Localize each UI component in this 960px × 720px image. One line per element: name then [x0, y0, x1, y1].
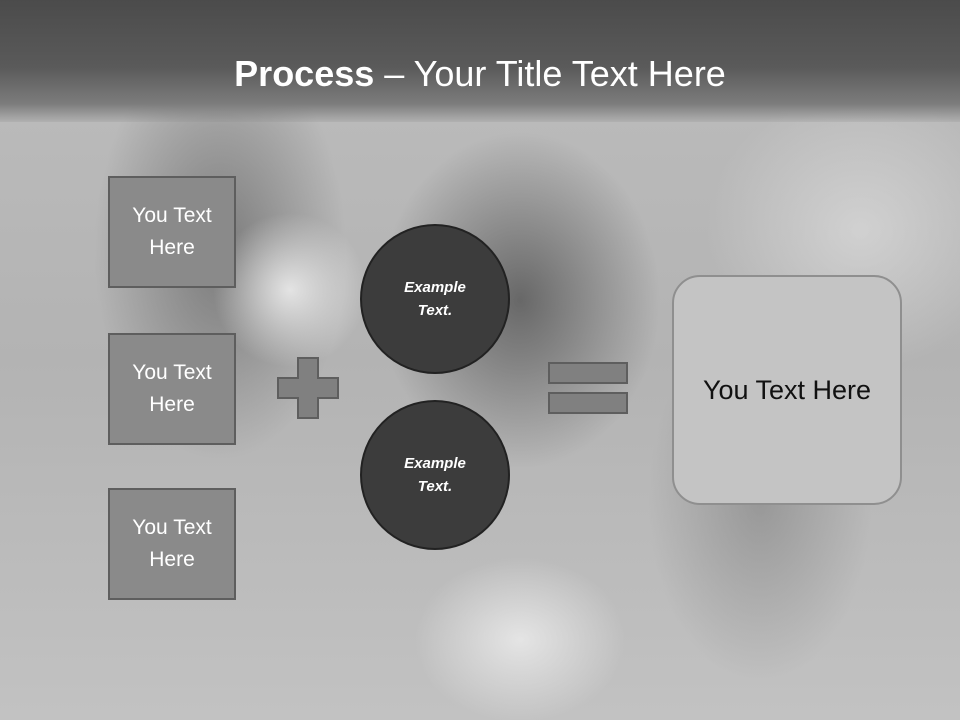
example-circle-1: Example Text.: [360, 224, 510, 374]
result-box: You Text Here: [672, 275, 902, 505]
plus-icon: [277, 357, 339, 419]
title-bold: Process: [234, 53, 375, 94]
title-rest: Your Title Text Here: [413, 53, 726, 94]
title-bar: [0, 0, 960, 122]
example-circle-1-label: Example Text.: [404, 279, 466, 319]
title-separator: –: [374, 53, 414, 94]
text-box-2: You Text Here: [108, 333, 236, 445]
text-box-3: You Text Here: [108, 488, 236, 600]
text-box-1: You Text Here: [108, 176, 236, 288]
equals-icon: [548, 362, 628, 414]
example-circle-2-label: Example Text.: [404, 455, 466, 495]
example-circle-2: Example Text.: [360, 400, 510, 550]
result-label: You Text Here: [702, 374, 872, 405]
slide-title: Process – Your Title Text Here: [0, 52, 960, 96]
